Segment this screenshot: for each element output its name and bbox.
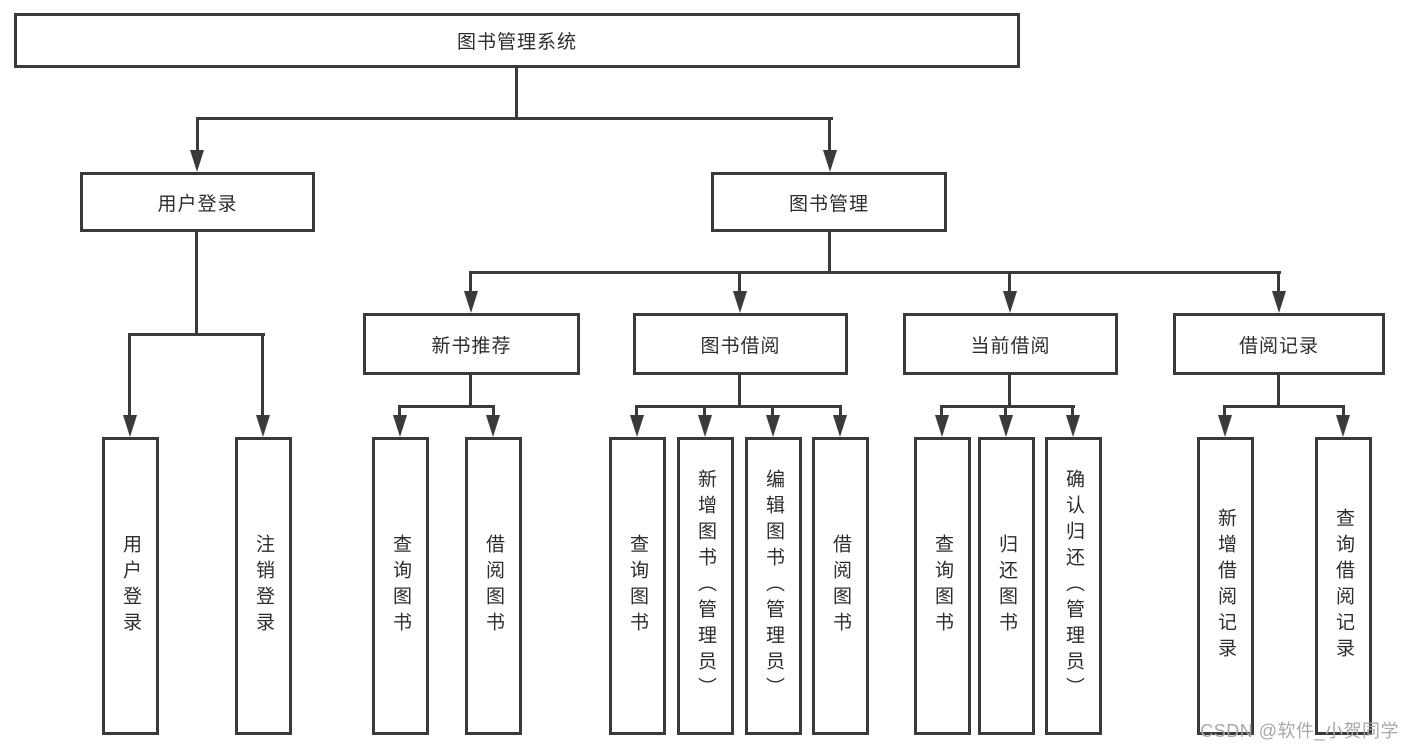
leaf-edit-books-admin: 编辑图书（管理员） bbox=[745, 437, 802, 735]
arrowhead-down-icon bbox=[256, 415, 270, 437]
arrowhead-down-icon bbox=[823, 150, 837, 172]
arrowhead-down-icon bbox=[1336, 415, 1350, 437]
arrowhead-down-icon bbox=[698, 415, 712, 437]
connector-line bbox=[828, 117, 831, 153]
arrowhead-down-icon bbox=[999, 415, 1013, 437]
connector-line bbox=[196, 117, 833, 120]
node-label: 新书推荐 bbox=[431, 335, 512, 357]
connector-line bbox=[469, 375, 472, 408]
arrowhead-down-icon bbox=[766, 415, 780, 437]
connector-line bbox=[128, 333, 265, 336]
arrowhead-down-icon bbox=[1066, 415, 1080, 437]
leaf-add-books-admin: 新增图书（管理员） bbox=[677, 437, 734, 735]
arrowhead-down-icon bbox=[935, 415, 949, 437]
connector-line bbox=[940, 405, 943, 419]
node-label: 图书借阅 bbox=[700, 335, 781, 357]
arrowhead-down-icon bbox=[486, 415, 500, 437]
connector-line bbox=[1008, 375, 1011, 408]
leaf-label: 借阅图书 bbox=[483, 534, 504, 638]
connector-line bbox=[469, 271, 472, 295]
leaf-logout: 注销登录 bbox=[235, 437, 292, 735]
node-book-borrowing: 图书借阅 bbox=[633, 313, 848, 375]
node-library-management-system: 图书管理系统 bbox=[14, 13, 1020, 68]
arrowhead-down-icon bbox=[190, 150, 204, 172]
leaf-query-books-recommend: 查询图书 bbox=[372, 437, 429, 735]
leaf-label: 查询借阅记录 bbox=[1333, 508, 1354, 664]
node-label: 用户登录 bbox=[157, 193, 238, 215]
leaf-label: 借阅图书 bbox=[830, 534, 851, 638]
watermark: CSDN @软件_小贺同学 bbox=[1200, 721, 1399, 741]
connector-line bbox=[828, 232, 831, 274]
connector-line bbox=[738, 375, 741, 408]
connector-line bbox=[1277, 271, 1280, 295]
leaf-user-login: 用户登录 bbox=[102, 437, 159, 735]
connector-line bbox=[195, 232, 198, 336]
connector-line bbox=[839, 405, 842, 419]
node-label: 图书管理 bbox=[788, 193, 869, 215]
connector-line bbox=[1223, 405, 1226, 419]
arrowhead-down-icon bbox=[393, 415, 407, 437]
connector-line bbox=[940, 405, 1075, 408]
leaf-query-books-borrowing: 查询图书 bbox=[609, 437, 666, 735]
arrowhead-down-icon bbox=[1272, 291, 1286, 313]
leaf-confirm-return-admin: 确认归还（管理员） bbox=[1045, 437, 1102, 735]
arrowhead-down-icon bbox=[630, 415, 644, 437]
arrowhead-down-icon bbox=[464, 291, 478, 313]
connector-line bbox=[196, 117, 199, 153]
leaf-add-borrow-record: 新增借阅记录 bbox=[1197, 437, 1254, 735]
node-label: 当前借阅 bbox=[970, 335, 1051, 357]
leaf-label: 新增借阅记录 bbox=[1215, 508, 1236, 664]
connector-line bbox=[469, 271, 1281, 274]
connector-line bbox=[398, 405, 401, 419]
arrowhead-down-icon bbox=[733, 291, 747, 313]
node-user-login: 用户登录 bbox=[80, 172, 315, 232]
connector-line bbox=[1004, 405, 1007, 419]
connector-line bbox=[1223, 405, 1345, 408]
connector-line bbox=[492, 405, 495, 419]
leaf-label: 用户登录 bbox=[120, 534, 141, 638]
connector-line bbox=[261, 333, 264, 417]
leaf-label: 新增图书（管理员） bbox=[695, 469, 716, 703]
leaf-query-borrow-record: 查询借阅记录 bbox=[1315, 437, 1372, 735]
connector-line bbox=[635, 405, 842, 408]
arrowhead-down-icon bbox=[1218, 415, 1232, 437]
connector-line bbox=[1008, 271, 1011, 295]
node-current-borrowing: 当前借阅 bbox=[903, 313, 1118, 375]
connector-line bbox=[1342, 405, 1345, 419]
arrowhead-down-icon bbox=[123, 415, 137, 437]
arrowhead-down-icon bbox=[1003, 291, 1017, 313]
leaf-label: 编辑图书（管理员） bbox=[763, 469, 784, 703]
node-borrow-records: 借阅记录 bbox=[1173, 313, 1385, 375]
leaf-label: 注销登录 bbox=[253, 534, 274, 638]
leaf-label: 查询图书 bbox=[390, 534, 411, 638]
node-new-book-recommend: 新书推荐 bbox=[363, 313, 580, 375]
connector-line bbox=[515, 68, 518, 118]
node-book-management: 图书管理 bbox=[711, 172, 947, 232]
leaf-label: 确认归还（管理员） bbox=[1063, 469, 1084, 703]
leaf-borrow-books: 借阅图书 bbox=[812, 437, 869, 735]
connector-line bbox=[738, 271, 741, 295]
node-label: 借阅记录 bbox=[1238, 335, 1319, 357]
leaf-return-books: 归还图书 bbox=[978, 437, 1035, 735]
connector-line bbox=[128, 333, 131, 417]
leaf-borrow-books-recommend: 借阅图书 bbox=[465, 437, 522, 735]
connector-line bbox=[771, 405, 774, 419]
node-label: 图书管理系统 bbox=[456, 32, 577, 53]
leaf-query-books-current: 查询图书 bbox=[914, 437, 971, 735]
connector-line bbox=[398, 405, 495, 408]
connector-line bbox=[1277, 375, 1280, 408]
connector-line bbox=[635, 405, 638, 419]
leaf-label: 查询图书 bbox=[627, 534, 648, 638]
connector-line bbox=[1071, 405, 1074, 419]
leaf-label: 查询图书 bbox=[932, 534, 953, 638]
arrowhead-down-icon bbox=[833, 415, 847, 437]
leaf-label: 归还图书 bbox=[996, 534, 1017, 638]
connector-line bbox=[703, 405, 706, 419]
